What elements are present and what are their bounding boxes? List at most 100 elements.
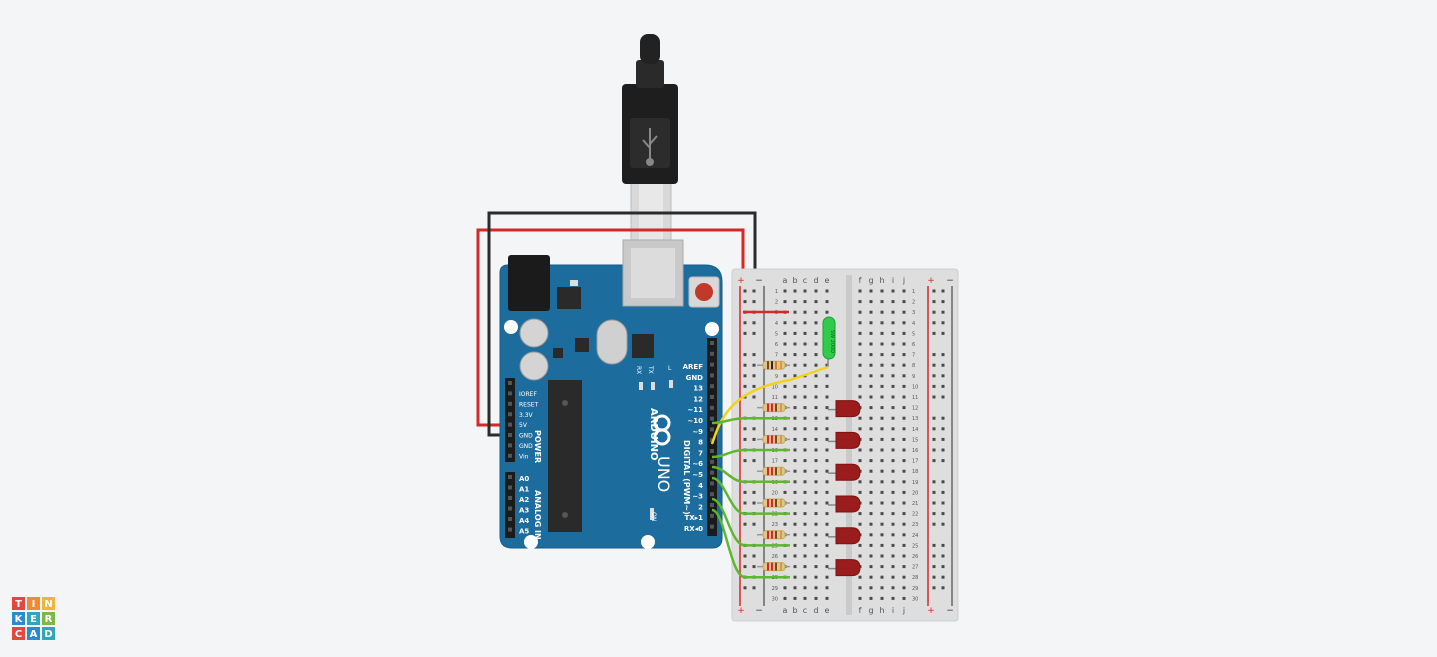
row-number: 1 xyxy=(912,289,915,295)
digital-pin-label: 4 xyxy=(698,482,703,490)
red-led[interactable] xyxy=(828,559,861,577)
usb-cable[interactable] xyxy=(622,34,678,243)
red-led[interactable] xyxy=(828,400,861,418)
signal-wire[interactable] xyxy=(711,448,790,459)
row-number: 20 xyxy=(912,490,918,496)
column-label: e xyxy=(825,276,830,285)
column-label: a xyxy=(783,276,788,285)
column-label: d xyxy=(813,606,818,615)
row-number: 16 xyxy=(912,448,918,454)
digital-pin-label: 2 xyxy=(698,503,703,511)
black-gnd-wire[interactable] xyxy=(487,211,757,437)
row-number: 24 xyxy=(912,533,918,539)
rail-label: + xyxy=(927,606,935,616)
analog-header xyxy=(505,472,515,538)
reset-button[interactable] xyxy=(695,283,713,301)
resistor[interactable] xyxy=(757,530,790,540)
power-header xyxy=(505,378,515,462)
digital-pin-label: ~5 xyxy=(692,471,703,479)
power-pin-label: 3.3V xyxy=(519,412,534,419)
analog-pin-label: A4 xyxy=(519,517,529,525)
arduino-uno-board[interactable]: ARDUINO UNO DIGITAL (PWM~) POWER ANALOG … xyxy=(499,239,723,549)
row-number: 30 xyxy=(912,596,918,602)
row-number: 14 xyxy=(772,427,778,433)
digital-header-label: DIGITAL (PWM~) xyxy=(682,440,691,515)
power-pin-label: IOREF xyxy=(519,391,537,398)
row-number: 29 xyxy=(912,586,918,592)
usb-symbol-icon xyxy=(642,128,658,166)
column-label: j xyxy=(902,276,905,285)
red-5v-wire[interactable] xyxy=(476,228,745,427)
row-number: 5 xyxy=(912,331,915,337)
resistor[interactable] xyxy=(757,562,790,572)
power-pin-label: GND xyxy=(519,443,533,450)
row-number: 13 xyxy=(912,416,918,422)
signal-wire[interactable] xyxy=(711,476,790,515)
tilt-sensor[interactable]: SW 200D xyxy=(822,316,836,366)
digital-pin-label: 8 xyxy=(698,439,703,447)
logo-letter: D xyxy=(44,629,52,640)
yellow-sensor-wire[interactable] xyxy=(710,365,829,445)
signal-wire[interactable] xyxy=(711,497,790,547)
row-number: 22 xyxy=(912,512,918,518)
rail-label: + xyxy=(737,276,745,286)
row-number: 30 xyxy=(772,596,778,602)
row-number: 9 xyxy=(775,374,778,380)
signal-wire[interactable] xyxy=(711,465,790,484)
power-pin-label: 5V xyxy=(519,422,528,429)
row-number: 4 xyxy=(775,321,778,327)
row-number: 27 xyxy=(912,565,918,571)
column-label: h xyxy=(879,276,884,285)
logo-letter: T xyxy=(15,599,22,610)
dc-power-jack xyxy=(508,255,550,311)
power-pin-label: RESET xyxy=(519,401,539,408)
digital-pin-label: RX◂0 xyxy=(684,525,703,533)
power-label: POWER xyxy=(533,430,542,463)
row-number: 20 xyxy=(772,490,778,496)
power-pin-label: GND xyxy=(519,433,533,440)
column-label: e xyxy=(825,606,830,615)
signal-wire[interactable] xyxy=(711,508,790,579)
row-number: 21 xyxy=(912,501,918,507)
resistor[interactable] xyxy=(757,360,790,370)
column-label: j xyxy=(902,606,905,615)
red-led[interactable] xyxy=(828,495,861,513)
arduino-brand: ARDUINO xyxy=(648,408,659,460)
power-pin-label: Vin xyxy=(519,453,529,460)
column-label: h xyxy=(879,606,884,615)
red-led[interactable] xyxy=(828,431,861,449)
row-number: 11 xyxy=(772,395,778,401)
rail-label: − xyxy=(946,606,954,616)
row-number: 7 xyxy=(912,353,915,359)
analog-pin-label: A1 xyxy=(519,486,529,494)
on-led-label: ON xyxy=(650,512,657,521)
column-label: i xyxy=(892,276,894,285)
rail-label: + xyxy=(737,606,745,616)
rail-label: − xyxy=(755,606,763,616)
signal-wire[interactable] xyxy=(711,416,790,425)
digital-pin-label: ~3 xyxy=(692,493,703,501)
rx-led-label: RX xyxy=(635,366,642,374)
row-number: 2 xyxy=(775,300,778,306)
red-led[interactable] xyxy=(828,463,861,481)
resistor[interactable] xyxy=(757,434,790,444)
row-number: 23 xyxy=(912,522,918,528)
column-label: f xyxy=(859,276,862,285)
digital-pin-label: 12 xyxy=(693,395,703,403)
resistor[interactable] xyxy=(757,403,790,413)
red-led[interactable] xyxy=(828,527,861,545)
column-label: f xyxy=(859,606,862,615)
resistor[interactable] xyxy=(757,466,790,476)
column-label: g xyxy=(868,606,873,615)
row-number: 25 xyxy=(912,543,918,549)
row-number: 12 xyxy=(912,406,918,412)
analog-in-label: ANALOG IN xyxy=(533,490,542,540)
row-number: 10 xyxy=(772,384,778,390)
logo-letter: I xyxy=(32,599,36,610)
logo-letter: E xyxy=(30,614,37,625)
resistor[interactable] xyxy=(757,498,790,508)
tilt-sensor-label: SW 200D xyxy=(829,330,835,353)
logo-letter: C xyxy=(15,629,22,640)
rail-label: + xyxy=(927,276,935,286)
